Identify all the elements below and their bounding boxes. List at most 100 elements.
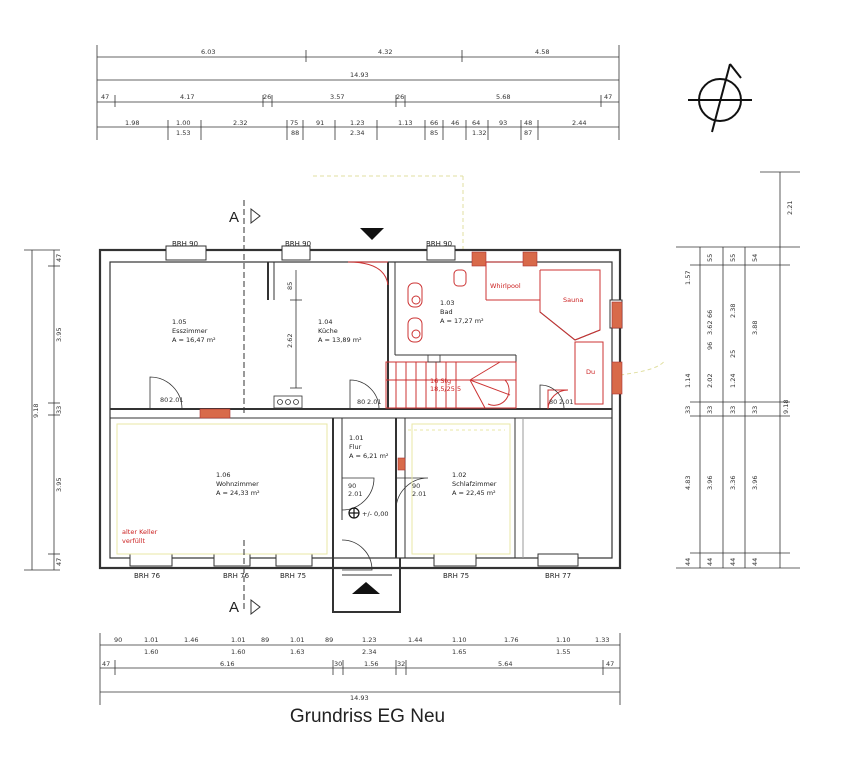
- dimension-chain-bottom: [99, 633, 621, 705]
- brick-elements: [199, 251, 623, 471]
- sauna-label: Sauna: [563, 296, 583, 304]
- room-name-schlafzimmer: Schlafzimmer: [452, 480, 497, 488]
- brh-label-5: BRH 75: [280, 572, 306, 580]
- dim-r4l-2: 2.34: [350, 129, 364, 137]
- section-label-top: A: [229, 209, 239, 226]
- whirlpool-label: Whirlpool: [490, 282, 521, 290]
- dim-rc-2: 33: [729, 406, 737, 414]
- dim-b2-0: 47: [102, 660, 110, 668]
- room-name-wohnzimmer: Wohnzimmer: [216, 480, 259, 488]
- dim-l-2: 33: [55, 406, 63, 414]
- dim-rb-5: 2.02: [706, 374, 714, 388]
- dim-b1l-3: 2.34: [362, 648, 376, 656]
- dim-rd-2: 2.38: [729, 304, 737, 318]
- room-area-flur: A = 6,21 m²: [349, 452, 389, 460]
- dim-b2-1: 6.16: [220, 660, 234, 668]
- brh-label-4: BRH 76: [223, 572, 250, 580]
- yellow-markup: [116, 423, 511, 555]
- dim-b1l-1: 1.60: [231, 648, 245, 656]
- kitchen-dim-0: 85: [286, 282, 294, 290]
- dim-rc-4: 44: [729, 558, 737, 566]
- dim-rd-5: 3.96: [751, 476, 759, 490]
- room-number-kueche: 1.04: [318, 318, 332, 326]
- dim-r4-7: 66: [430, 119, 438, 127]
- dim-rb-8: 44: [706, 558, 714, 566]
- stove-icon: [273, 395, 303, 409]
- dim-r4-0: 1.98: [125, 119, 139, 127]
- dim-rc-6: 25: [729, 350, 737, 358]
- shower-label: Du: [586, 368, 595, 376]
- dim-r4l-0: 1.53: [176, 129, 190, 137]
- dimension-texts-bottom: 90 1.01 1.46 1.01 89 1.01 89 1.23 1.44 1…: [102, 636, 614, 702]
- room-number-esszimmer: 1.05: [172, 318, 186, 326]
- door-label-5: 2.01: [348, 490, 362, 498]
- dim-r3-5: 5.68: [496, 93, 510, 101]
- dim-b2-5: 5.64: [498, 660, 512, 668]
- toilet-icon: [427, 354, 441, 363]
- dim-r3-2: 26: [263, 93, 271, 101]
- dim-ra-0: 1.57: [684, 271, 692, 285]
- section-marker-bottom: A: [229, 540, 261, 616]
- dim-ra-7: 4.83: [684, 476, 692, 490]
- dim-r4-1: 1.00: [176, 119, 190, 127]
- dim-b1-6: 89: [325, 636, 333, 644]
- brh-label-2: BRH 90: [426, 240, 452, 248]
- dim-r4l-1: 88: [291, 129, 299, 137]
- dimension-texts-left: 47 3.95 33 3.95 47 9.18: [32, 254, 63, 566]
- dim-r3-0: 47: [101, 93, 109, 101]
- dim-r4-8: 46: [451, 119, 459, 127]
- door-label-3: 2.01: [367, 398, 381, 406]
- brh-labels: BRH 90 BRH 90 BRH 90 BRH 76 BRH 76 BRH 7…: [134, 240, 571, 580]
- dim-ra-1: 55: [706, 254, 714, 262]
- brh-label-7: BRH 77: [545, 572, 571, 580]
- north-arrow-icon: [688, 63, 752, 133]
- dim-r4-2: 2.32: [233, 119, 247, 127]
- terrace-outline: [313, 175, 666, 376]
- dim-top-3: 4.58: [535, 48, 549, 56]
- dim-l-total: 9.18: [32, 404, 40, 418]
- door-labels: 80 2.01 80 2.01 90 2.01 90 2.01 80 2.01: [160, 396, 573, 498]
- door-label-6: 90: [412, 482, 420, 490]
- dimension-texts-top: 6.03 4.32 4.58 14.93 47 4.17 26 3.57 26 …: [101, 48, 612, 137]
- dim-r4-9: 64: [472, 119, 480, 127]
- dim-b1-11: 1.10: [556, 636, 570, 644]
- dim-r4-3: 75: [290, 119, 298, 127]
- dim-b1-0: 90: [114, 636, 122, 644]
- door-label-8: 80: [549, 398, 557, 406]
- dim-b1l-2: 1.63: [290, 648, 304, 656]
- dim-b1-1: 1.01: [144, 636, 158, 644]
- dim-b1-12: 1.33: [595, 636, 609, 644]
- dim-top-2: 4.32: [378, 48, 392, 56]
- room-number-flur: 1.01: [349, 434, 363, 442]
- dim-rd-4: 33: [751, 406, 759, 414]
- dim-ra-3: 66: [706, 310, 714, 318]
- dim-b1-7: 1.23: [362, 636, 376, 644]
- door-label-0: 80: [160, 396, 168, 404]
- door-label-7: 2.01: [412, 490, 426, 498]
- brh-label-3: BRH 76: [134, 572, 161, 580]
- dim-l-3: 3.95: [55, 478, 63, 492]
- dim-b1-5: 1.01: [290, 636, 304, 644]
- dim-rd-3: 3.88: [751, 321, 759, 335]
- room-area-schlafzimmer: A = 22,45 m²: [452, 489, 496, 497]
- dim-ra-6: 33: [684, 406, 692, 414]
- dim-l-0: 47: [55, 254, 63, 262]
- dim-rc-5: 55: [729, 254, 737, 262]
- dim-b1-8: 1.44: [408, 636, 422, 644]
- stair-label: 16 Stg: [430, 377, 451, 385]
- dim-r4l-3: 85: [430, 129, 438, 137]
- dim-r3-6: 47: [604, 93, 612, 101]
- dim-r4-12: 2.44: [572, 119, 586, 127]
- dim-ra-8: 44: [684, 558, 692, 566]
- dim-rb-6: 33: [706, 406, 714, 414]
- dim-b2-3: 1.56: [364, 660, 378, 668]
- dim-ra-4: 96: [706, 342, 714, 350]
- brh-label-1: BRH 90: [285, 240, 311, 248]
- room-name-kueche: Küche: [318, 327, 338, 335]
- dim-b2-6: 47: [606, 660, 614, 668]
- room-name-bad: Bad: [440, 308, 453, 316]
- dim-b1l-0: 1.60: [144, 648, 158, 656]
- fixture-labels: Whirlpool Sauna Du 16 Stg 18,5/25,5 alte…: [122, 282, 595, 545]
- dim-b1-10: 1.76: [504, 636, 518, 644]
